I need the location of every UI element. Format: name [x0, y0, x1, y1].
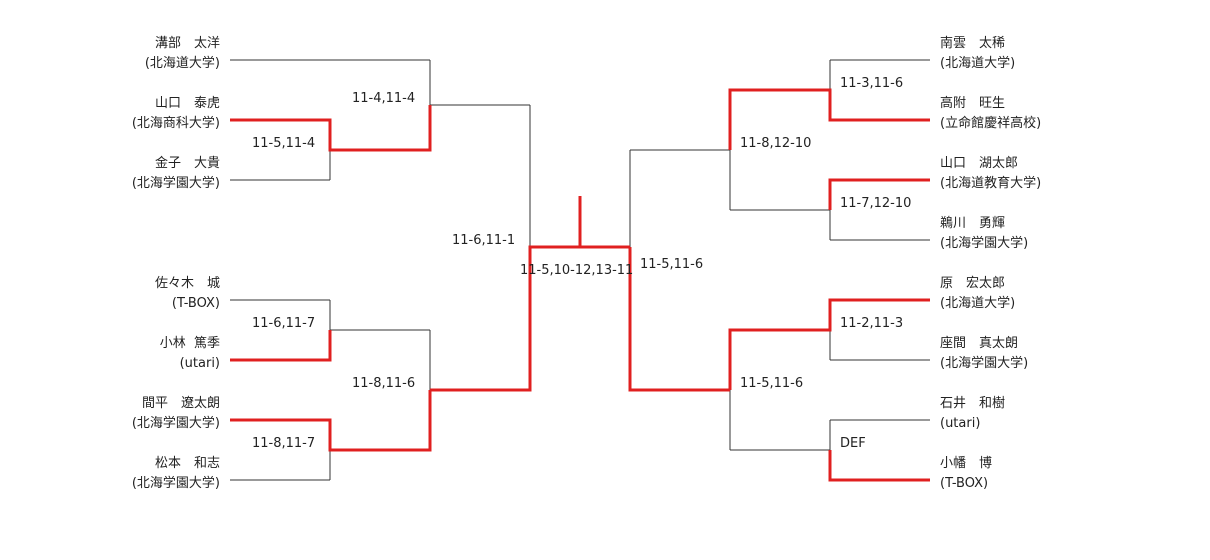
winner-paths	[230, 88, 930, 482]
match-score: 11-3,11-6	[840, 76, 904, 91]
player-affiliation: (立命館慶祥高校)	[940, 116, 1042, 131]
player-affiliation: (北海道教育大学)	[940, 176, 1042, 191]
match-score: DEF	[840, 436, 866, 451]
player-name: 山口 泰虎	[154, 96, 220, 111]
player-affiliation: (北海道大学)	[144, 56, 220, 71]
match-score: 11-8,11-7	[252, 436, 316, 451]
player-affiliation: (北海学園大学)	[940, 236, 1029, 251]
player-name: 高附 旺生	[940, 96, 1006, 111]
player-name: 佐々木 城	[154, 276, 220, 291]
player-name: 間平 遼太朗	[141, 396, 220, 411]
match-score: 11-5,11-4	[252, 136, 316, 151]
player-name: 座間 真太朗	[940, 336, 1019, 351]
player-name: 石井 和樹	[940, 396, 1006, 411]
player-name: 鵜川 勇輝	[940, 216, 1006, 231]
player-affiliation: (北海道大学)	[940, 296, 1016, 311]
player-name: 山口 湖太郎	[940, 156, 1019, 171]
match-score: 11-5,11-6	[740, 376, 804, 391]
bracket-lines	[230, 59, 930, 481]
final-score: 11-5,10-12,13-11	[520, 263, 634, 278]
match-score: 11-2,11-3	[840, 316, 904, 331]
player-name: 溝部 太洋	[154, 36, 220, 51]
match-score: 11-8,11-6	[352, 376, 416, 391]
player-name: 小林 篤季	[159, 336, 220, 351]
player-name: 小幡 博	[940, 456, 993, 471]
player-affiliation: (utari)	[940, 416, 981, 431]
player-affiliation: (北海学園大学)	[940, 356, 1029, 371]
player-name: 松本 和志	[154, 456, 220, 471]
player-affiliation: (北海道大学)	[940, 56, 1016, 71]
player-affiliation: (utari)	[179, 356, 220, 371]
player-affiliation: (北海学園大学)	[131, 176, 220, 191]
player-name: 金子 大貴	[154, 156, 220, 171]
match-score: 11-7,12-10	[840, 196, 912, 211]
match-score: 11-8,12-10	[740, 136, 812, 151]
player-affiliation: (北海学園大学)	[131, 476, 220, 491]
player-affiliation: (北海商科大学)	[131, 116, 220, 131]
player-affiliation: (T-BOX)	[940, 476, 989, 491]
match-score: 11-6,11-7	[252, 316, 316, 331]
match-score: 11-4,11-4	[352, 91, 416, 106]
player-affiliation: (T-BOX)	[171, 296, 220, 311]
player-affiliation: (北海学園大学)	[131, 416, 220, 431]
match-score: 11-5,11-6	[640, 257, 704, 272]
match-score: 11-6,11-1	[452, 233, 516, 248]
player-name: 南雲 太稀	[940, 36, 1006, 51]
player-name: 原 宏太郎	[940, 276, 1006, 291]
